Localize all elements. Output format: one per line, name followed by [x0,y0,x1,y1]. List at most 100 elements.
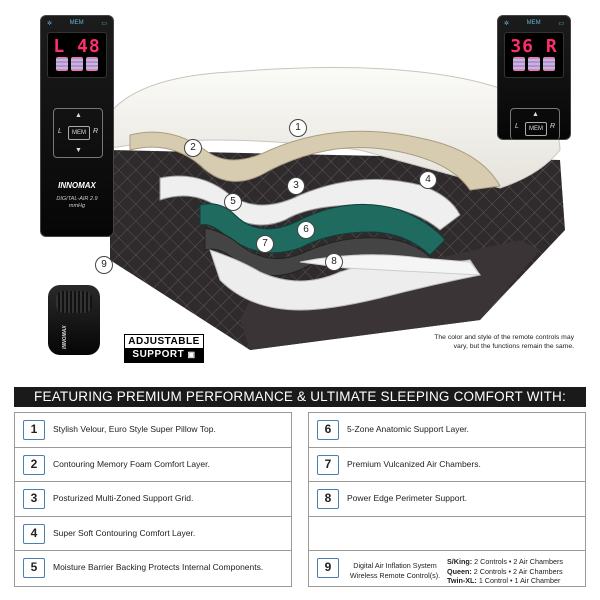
mattress-illustration: ✲ MEM ▭ L 48 ▲ ▼ L R MEM INNOMAX DIGITAL… [40,15,574,363]
zone-icon [543,57,556,71]
feature-number: 7 [317,454,339,475]
features-list-left: 1 Stylish Velour, Euro Style Super Pillo… [14,412,292,587]
callout-4: 4 [419,171,437,189]
features-banner: FEATURING PREMIUM PERFORMANCE & ULTIMATE… [14,387,586,407]
adjustable-support-badge: ADJUSTABLE SUPPORT ▣ [124,334,204,363]
callout-7: 7 [256,235,274,253]
size-spec: Twin-XL: 1 Control • 1 Air Chamber [447,576,563,586]
remote-nav-pad[interactable]: ▲ L R MEM [510,108,560,140]
feature-text: Digital Air Inflation System Wireless Re… [345,561,445,581]
size-detail: 2 Controls • 2 Air Chambers [474,557,563,567]
model-name: DIGITAL-AIR 2.9 mmHg [41,196,113,210]
gear-icon: ✲ [504,21,510,27]
badge-line-2: SUPPORT ▣ [125,348,203,362]
fob-label: INNOMAX [62,325,68,349]
display-reading: 36 R [505,36,563,57]
mem-button[interactable]: MEM [68,126,90,140]
feature-number: 6 [317,420,339,440]
display-side: R [545,36,558,57]
brand-logo: INNOMAX [58,181,96,190]
feature-number: 5 [23,558,45,579]
right-side-key[interactable]: R [92,128,98,135]
feature-number: 3 [23,489,45,510]
feature-number: 2 [23,454,45,475]
callout-6: 6 [297,221,315,239]
feature-number: 1 [23,420,45,440]
feature-text: Moisture Barrier Backing Protects Intern… [53,562,264,573]
size-spec-list: S/King: 2 Controls • 2 Air Chambers Quee… [447,557,563,586]
remote-disclaimer: The color and style of the remote contro… [434,334,574,350]
size-name: Queen: [447,566,472,576]
badge-line-1: ADJUSTABLE [125,335,203,348]
feature-text: Premium Vulcanized Air Chambers. [347,458,481,469]
size-detail: 2 Controls • 2 Air Chambers [473,566,563,576]
zone-icon [527,57,540,71]
model-line-1: DIGITAL-AIR 2.9 [56,196,98,202]
feature-number: 9 [317,558,339,579]
up-arrow-icon[interactable]: ▲ [532,111,539,118]
left-side-key[interactable]: L [515,123,519,130]
size-detail: 1 Control • 1 Air Chamber [478,576,561,586]
feature-row-empty [309,517,585,552]
feature-number: 4 [23,523,45,544]
mattress-graphic [99,67,565,350]
edge-support [299,254,482,276]
callout-3: 3 [287,177,305,195]
gear-icon: ✲ [47,21,53,27]
callout-5: 5 [224,193,242,211]
size-name: S/King: [447,557,473,567]
remote-nav-pad[interactable]: ▲ ▼ L R MEM [53,108,103,158]
display-reading: L 48 [48,36,106,57]
memory-foam-layer [129,130,501,191]
callout-1: 1 [289,119,307,137]
mem-indicator: MEM [526,20,541,26]
mem-indicator: MEM [69,20,84,26]
feature-text: Stylish Velour, Euro Style Super Pillow … [53,424,216,434]
mem-button[interactable]: MEM [525,122,547,136]
zone-icon [70,57,83,71]
battery-icon: ▭ [558,21,564,27]
feature-number: 8 [317,489,339,510]
feature-row: 2 Contouring Memory Foam Comfort Layer. [15,448,291,483]
feature-row: 8 Power Edge Perimeter Support. [309,482,585,517]
feature-text: Posturized Multi-Zoned Support Grid. [53,493,194,504]
fob-grip [56,291,92,313]
feature-row: 9 Digital Air Inflation System Wireless … [309,551,585,586]
up-arrow-icon[interactable]: ▲ [75,112,82,119]
callout-9: 9 [95,256,113,274]
badge-line-2-text: SUPPORT [132,349,185,360]
size-name: Twin-XL: [447,576,477,586]
feature-text: Super Soft Contouring Comfort Layer. [53,527,196,538]
zone-icon [512,57,525,71]
zone-indicators [511,57,557,73]
feature-text-line-2: Wireless Remote Control(s). [349,571,441,581]
display-value: 36 [510,36,534,57]
wireless-remote-fob[interactable]: INNOMAX [48,285,100,355]
model-line-2: mmHg [68,203,86,209]
display-side: L [53,36,66,57]
display-value: 48 [77,36,101,57]
feature-text: Contouring Memory Foam Comfort Layer. [53,458,210,469]
left-side-key[interactable]: L [58,128,62,135]
right-side-key[interactable]: R [549,123,555,130]
down-arrow-icon[interactable]: ▼ [75,147,82,154]
feature-text: Power Edge Perimeter Support. [347,493,468,504]
feature-row: 3 Posturized Multi-Zoned Support Grid. [15,482,291,517]
right-remote-control[interactable]: ✲ MEM ▭ 36 R ▲ L R MEM [497,15,571,140]
features-list-right: 6 5-Zone Anatomic Support Layer. 7 Premi… [308,412,586,587]
feature-row: 7 Premium Vulcanized Air Chambers. [309,448,585,483]
left-remote-control[interactable]: ✲ MEM ▭ L 48 ▲ ▼ L R MEM INNOMAX DIGITAL… [40,15,114,237]
size-spec: S/King: 2 Controls • 2 Air Chambers [447,557,563,567]
battery-icon: ▭ [101,21,107,27]
zone-icon [55,57,68,71]
remote-display: L 48 [47,32,107,78]
zone-icon [86,57,99,71]
size-spec: Queen: 2 Controls • 2 Air Chambers [447,567,563,577]
feature-row: 4 Super Soft Contouring Comfort Layer. [15,517,291,552]
callout-2: 2 [184,139,202,157]
feature-text-line-1: Digital Air Inflation System [353,561,437,571]
feature-row: 1 Stylish Velour, Euro Style Super Pillo… [15,413,291,448]
zone-indicators [54,57,100,73]
feature-row: 6 5-Zone Anatomic Support Layer. [309,413,585,448]
adjust-icon: ▣ [187,350,196,359]
